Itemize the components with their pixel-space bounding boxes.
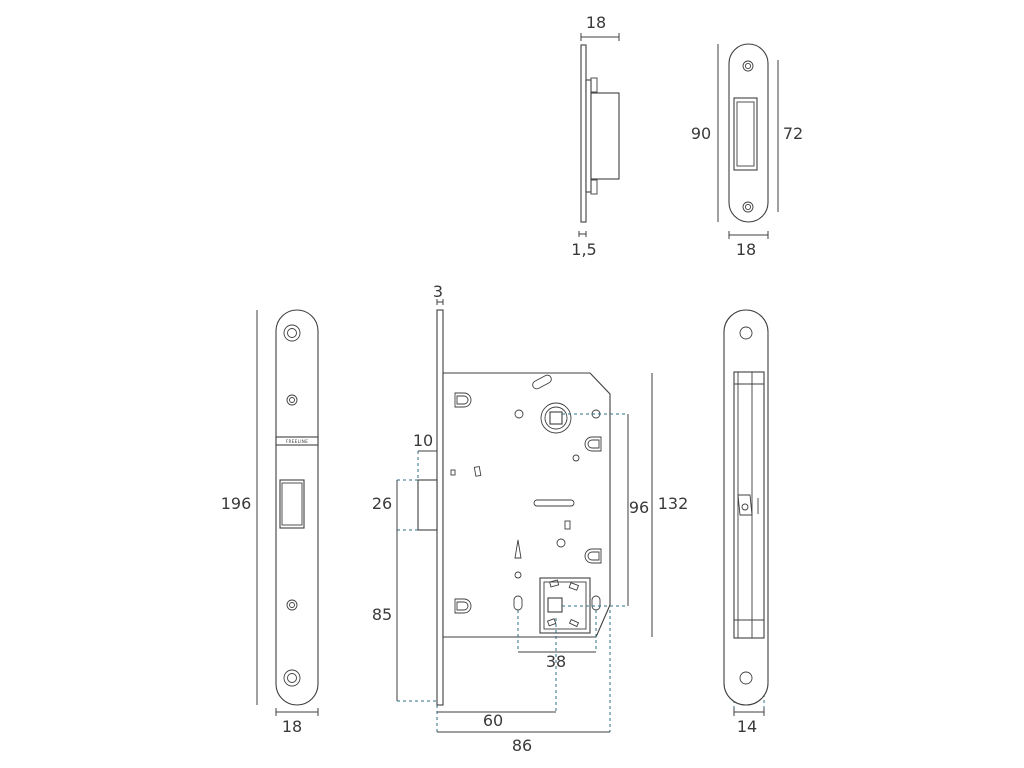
striker-side-width-dim: 18 <box>580 13 620 41</box>
backset-dim: 60 <box>437 711 556 730</box>
lock-body <box>417 309 611 706</box>
label-latch-height: 26 <box>372 494 392 513</box>
case-depth-dim: 86 <box>437 731 610 755</box>
latch-height-dim: 26 <box>372 480 398 530</box>
label-case-depth: 86 <box>512 736 532 755</box>
striker-front-height-dim: 90 <box>691 44 719 222</box>
label-case-height: 132 <box>658 494 689 513</box>
label-striker-side-width: 18 <box>586 13 606 32</box>
faceplate-front-view: FREELINE <box>275 309 319 706</box>
label-striker-hole-spacing: 72 <box>783 124 803 143</box>
edge-view <box>723 309 769 706</box>
label-forend-thickness: 3 <box>433 282 443 301</box>
edge-width-dim: 14 <box>733 708 765 736</box>
label-spindle-spacing: 96 <box>629 498 649 517</box>
faceplate-width-dim: 18 <box>275 708 319 736</box>
brand-mark: FREELINE <box>286 439 308 444</box>
label-striker-front-height: 90 <box>691 124 711 143</box>
label-latch-projection: 10 <box>413 431 433 450</box>
label-latch-to-bottom: 85 <box>372 605 392 624</box>
case-height-dim: 132 <box>651 373 689 637</box>
striker-front-view <box>728 43 769 223</box>
forend-thickness-dim: 3 <box>433 282 444 305</box>
label-hole-spacing: 38 <box>546 652 566 671</box>
striker-front-width-dim: 18 <box>728 231 769 259</box>
label-striker-plate-thickness: 1,5 <box>571 240 596 259</box>
hole-spacing-dim: 38 <box>518 651 596 671</box>
label-faceplate-width: 18 <box>282 717 302 736</box>
label-edge-width: 14 <box>737 717 757 736</box>
spindle-spacing-dim: 96 <box>627 414 649 606</box>
faceplate-height-dim: 196 <box>221 310 258 705</box>
label-backset: 60 <box>483 711 503 730</box>
label-striker-front-width: 18 <box>736 240 756 259</box>
striker-side-view <box>580 44 620 223</box>
latch-to-bottom-dim: 85 <box>372 530 398 701</box>
latch-projection-dim: 10 <box>413 431 437 452</box>
striker-thickness-dim: 1,5 <box>571 231 597 259</box>
label-faceplate-height: 196 <box>221 494 252 513</box>
striker-hole-spacing-dim: 72 <box>777 60 803 212</box>
